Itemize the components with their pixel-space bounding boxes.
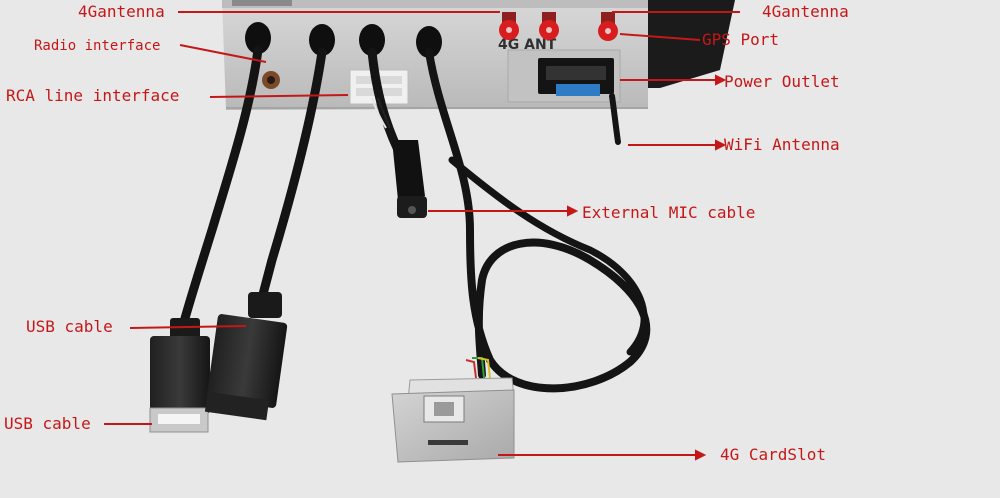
gps-connector <box>598 12 618 41</box>
annotation-lines <box>104 11 740 461</box>
power-outlet-connector <box>538 58 614 96</box>
label-external-mic-cable: External MIC cable <box>582 203 756 222</box>
4g-card-slot-box <box>391 357 515 463</box>
rca-wires <box>371 97 391 129</box>
4g-ant-panel-text: 4G ANT <box>498 37 557 53</box>
label-4g-card-slot: 4G CardSlot <box>720 445 826 464</box>
label-radio-interface: Radio interface <box>34 38 161 54</box>
label-usb-cable-lower: USB cable <box>4 414 91 433</box>
mic-plug <box>392 140 427 218</box>
label-power-outlet: Power Outlet <box>724 72 840 91</box>
radio-interface-port <box>262 71 280 89</box>
usb-connector-right <box>204 292 288 421</box>
usb-connector-left <box>149 318 210 433</box>
label-wifi-antenna: WiFi Antenna <box>724 135 840 154</box>
label-4g-antenna-right: 4Gantenna <box>762 2 849 21</box>
cables <box>179 45 651 393</box>
antenna-connector-1 <box>499 12 519 40</box>
cable-grommets <box>245 22 442 58</box>
antenna-connector-2 <box>539 12 559 40</box>
head-unit-rear-panel: 4G ANT <box>222 0 735 110</box>
label-rca-line-interface: RCA line interface <box>6 86 180 105</box>
label-4g-antenna-left: 4Gantenna <box>78 2 165 21</box>
label-usb-cable-upper: USB cable <box>26 317 113 336</box>
label-gps-port: GPS Port <box>702 30 780 49</box>
